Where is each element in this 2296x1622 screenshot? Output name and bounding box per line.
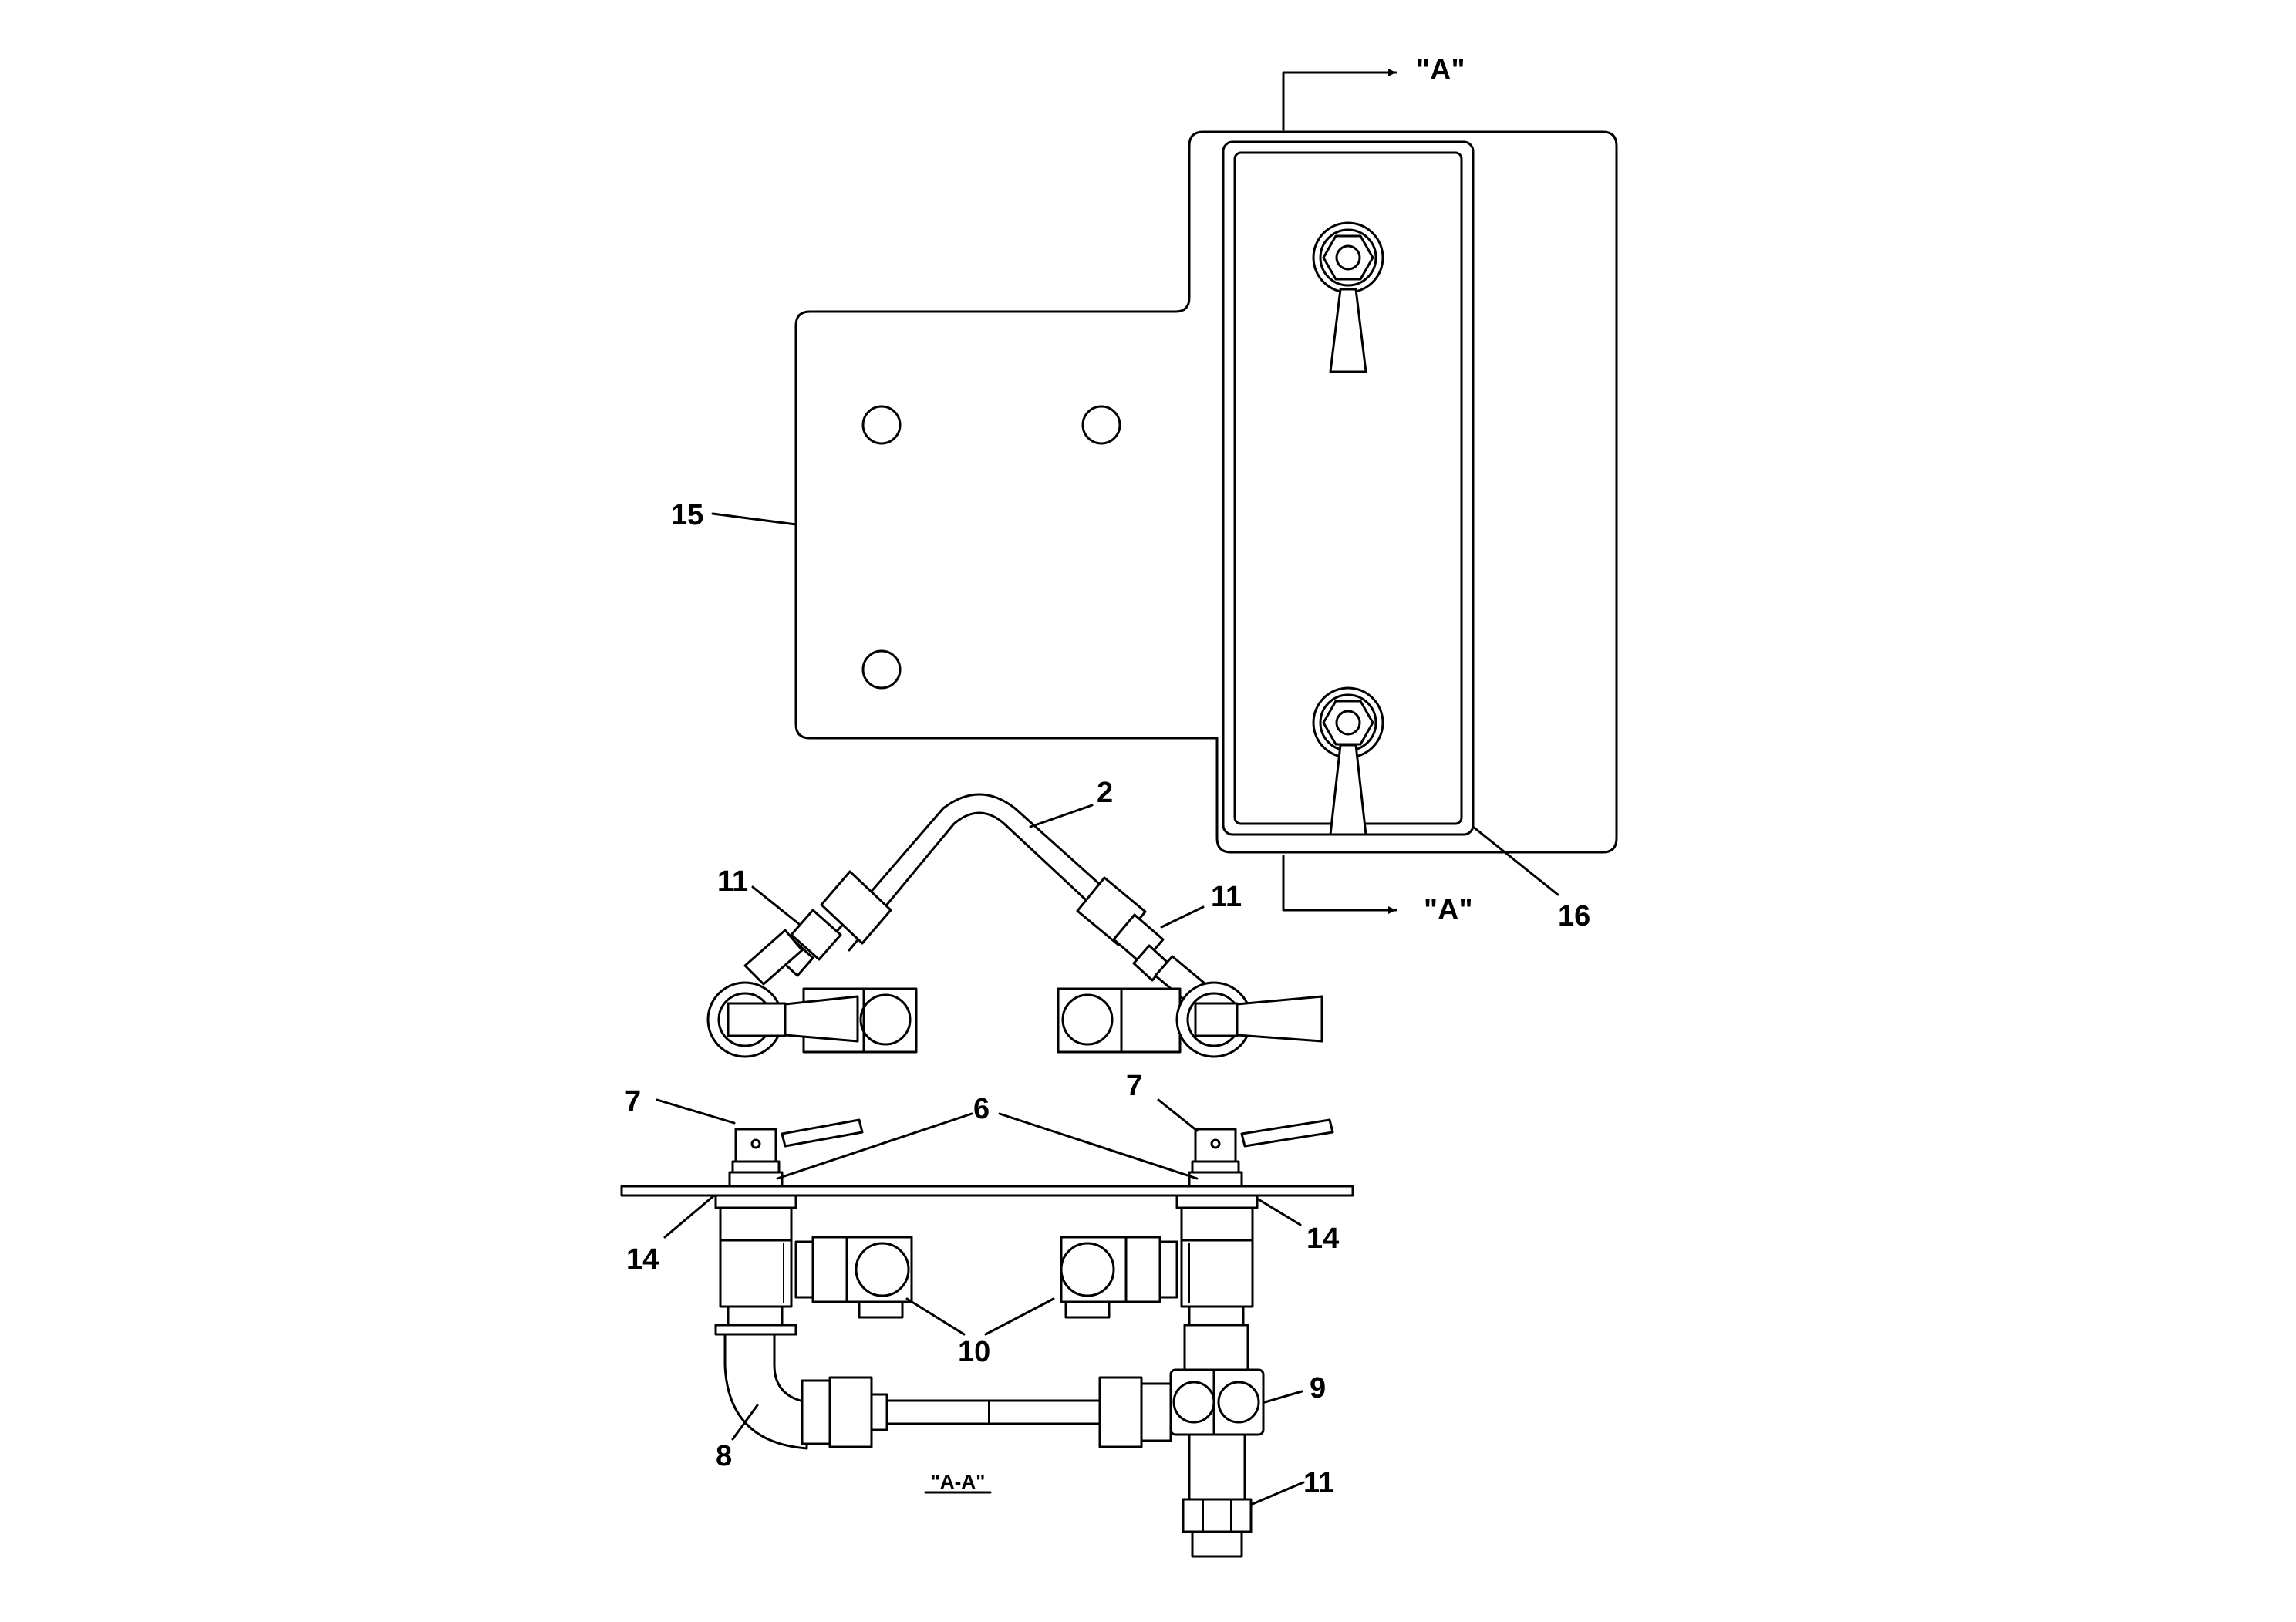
mounting-hole	[1081, 405, 1121, 445]
callout-14-left: 14	[626, 1243, 659, 1276]
callout-14-right: 14	[1306, 1222, 1339, 1255]
callout-10: 10	[958, 1336, 990, 1368]
valve-stack-right	[1098, 1118, 1334, 1558]
valve-side-view-left	[706, 981, 918, 1058]
section-arrow-top	[1282, 69, 1397, 131]
leader-lines	[656, 512, 1559, 1506]
section-a-a-view	[620, 1118, 1354, 1558]
view-label-top: "A"	[1416, 54, 1465, 86]
handle-right	[1240, 1118, 1334, 1148]
callout-11-left: 11	[717, 865, 748, 898]
valve-panel-inner	[1233, 151, 1463, 825]
tube-assembly-view	[706, 793, 1323, 1058]
callout-16: 16	[1558, 900, 1590, 932]
mounting-hole	[861, 649, 902, 690]
handle-left	[781, 1118, 864, 1148]
view-label-bottom: "A"	[1424, 894, 1472, 926]
bent-tube	[828, 793, 1114, 952]
fitting-left	[743, 870, 892, 986]
branch-valve-right	[1060, 1236, 1178, 1319]
cross-tube	[885, 1399, 1101, 1425]
tee-9	[1169, 1368, 1265, 1436]
fitting-right	[1076, 876, 1211, 1008]
mounting-plate-plan-view	[794, 69, 1618, 914]
callout-7-right: 7	[1126, 1070, 1142, 1102]
valve-handle-bottom	[1312, 686, 1384, 836]
callout-2: 2	[1097, 777, 1113, 809]
mounting-plate-outline	[794, 130, 1618, 854]
callout-6: 6	[973, 1093, 990, 1125]
panel-plate-section	[620, 1185, 1354, 1197]
callout-8: 8	[716, 1440, 732, 1472]
section-label: "A-A"	[931, 1470, 986, 1493]
callout-9: 9	[1310, 1372, 1326, 1404]
callout-11-right: 11	[1211, 881, 1242, 913]
valve-handle-top	[1312, 221, 1384, 373]
callout-11-bottom: 11	[1303, 1467, 1334, 1499]
callout-7-left: 7	[625, 1085, 641, 1118]
section-arrow-bottom	[1282, 855, 1397, 914]
mounting-hole	[861, 405, 902, 445]
valve-side-view-right	[1057, 981, 1323, 1058]
callout-15: 15	[671, 499, 703, 531]
branch-valve-left	[794, 1236, 913, 1319]
